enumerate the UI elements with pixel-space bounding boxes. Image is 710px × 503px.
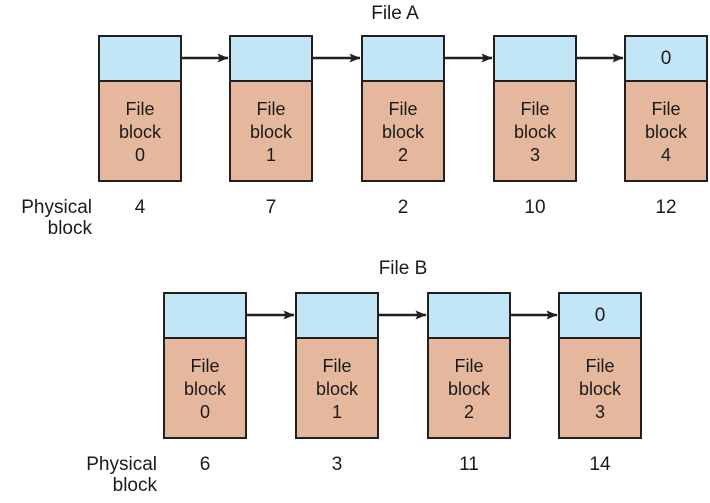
file-b-block-3[interactable]: 0 File block 3 bbox=[558, 292, 642, 439]
file-b-block-3-pointer-field: 0 bbox=[560, 294, 640, 339]
file-b-physical-block-1: 3 bbox=[331, 454, 343, 475]
file-a-block-4-index: 4 bbox=[660, 144, 671, 165]
file-b-physical-block-0: 6 bbox=[199, 454, 211, 475]
file-a-block-3[interactable]: File block 3 bbox=[493, 35, 577, 182]
file-a-physical-block-2: 2 bbox=[397, 197, 409, 218]
file-b-title: File B bbox=[378, 258, 428, 279]
physical-block-label-row-b: Physical block bbox=[60, 454, 157, 496]
file-a-block-0-word-file: File bbox=[125, 98, 155, 119]
file-a-block-4-pointer-value: 0 bbox=[660, 47, 672, 69]
file-a-block-2-pointer-field bbox=[363, 37, 443, 82]
file-a-block-0-data-field: File block 0 bbox=[100, 82, 180, 180]
file-a-block-2-data-field: File block 2 bbox=[363, 82, 443, 180]
file-b-block-2-word-file: File bbox=[454, 355, 484, 376]
file-b-block-1-pointer-field bbox=[297, 294, 377, 339]
file-a-block-4-word-file: File bbox=[651, 98, 681, 119]
file-b-block-0-data-field: File block 0 bbox=[165, 339, 245, 437]
file-a-block-2-index: 2 bbox=[397, 144, 408, 165]
file-a-block-0-index: 0 bbox=[134, 144, 145, 165]
file-a-block-0[interactable]: File block 0 bbox=[98, 35, 182, 182]
file-b-block-0-pointer-field bbox=[165, 294, 245, 339]
file-b-block-2-pointer-field bbox=[429, 294, 509, 339]
file-a-block-3-data-field: File block 3 bbox=[495, 82, 575, 180]
file-a-physical-block-3: 10 bbox=[524, 197, 546, 218]
file-a-block-0-word-block: block bbox=[118, 121, 162, 142]
file-a-block-4[interactable]: 0 File block 4 bbox=[624, 35, 708, 182]
physical-block-label-row-a-line1: Physical bbox=[21, 197, 92, 218]
file-b-physical-block-2: 11 bbox=[459, 454, 479, 475]
file-a-physical-block-4: 12 bbox=[655, 197, 677, 218]
file-b-block-1-data-field: File block 1 bbox=[297, 339, 377, 437]
file-b-block-1-word-file: File bbox=[322, 355, 352, 376]
physical-block-label-row-a-line2: block bbox=[47, 218, 92, 239]
file-b-block-3-pointer-value: 0 bbox=[594, 304, 606, 326]
file-a-block-2-word-file: File bbox=[388, 98, 418, 119]
file-a-title: File A bbox=[371, 3, 419, 24]
file-b-block-3-data-field: File block 3 bbox=[560, 339, 640, 437]
physical-block-label-row-b-line1: Physical bbox=[86, 454, 157, 475]
file-b-block-0[interactable]: File block 0 bbox=[163, 292, 247, 439]
file-a-block-4-pointer-field: 0 bbox=[626, 37, 706, 82]
file-a-block-1[interactable]: File block 1 bbox=[229, 35, 313, 182]
file-b-block-0-word-file: File bbox=[190, 355, 220, 376]
file-b-block-1[interactable]: File block 1 bbox=[295, 292, 379, 439]
file-a-block-2[interactable]: File block 2 bbox=[361, 35, 445, 182]
file-a-block-0-pointer-field bbox=[100, 37, 180, 82]
file-b-block-3-word-file: File bbox=[585, 355, 615, 376]
file-b-block-3-word-block: block bbox=[578, 378, 622, 399]
file-a-block-1-word-file: File bbox=[256, 98, 286, 119]
file-b-block-0-word-block: block bbox=[183, 378, 227, 399]
file-b-block-2-index: 2 bbox=[463, 401, 474, 422]
file-a-block-1-data-field: File block 1 bbox=[231, 82, 311, 180]
file-a-block-1-index: 1 bbox=[265, 144, 276, 165]
file-b-block-3-index: 3 bbox=[594, 401, 605, 422]
file-a-block-1-word-block: block bbox=[249, 121, 293, 142]
file-a-block-2-word-block: block bbox=[381, 121, 425, 142]
file-a-block-1-pointer-field bbox=[231, 37, 311, 82]
file-b-physical-block-3: 14 bbox=[589, 454, 611, 475]
file-b-block-2-word-block: block bbox=[447, 378, 491, 399]
file-a-physical-block-0: 4 bbox=[134, 197, 146, 218]
file-a-physical-block-1: 7 bbox=[265, 197, 277, 218]
file-a-block-4-data-field: File block 4 bbox=[626, 82, 706, 180]
file-a-block-3-pointer-field bbox=[495, 37, 575, 82]
file-a-block-3-word-block: block bbox=[513, 121, 557, 142]
file-a-block-3-word-file: File bbox=[520, 98, 550, 119]
file-b-block-2-data-field: File block 2 bbox=[429, 339, 509, 437]
file-b-block-2[interactable]: File block 2 bbox=[427, 292, 511, 439]
physical-block-label-row-b-line2: block bbox=[112, 475, 157, 496]
file-a-block-3-index: 3 bbox=[529, 144, 540, 165]
file-a-block-4-word-block: block bbox=[644, 121, 688, 142]
file-b-block-1-word-block: block bbox=[315, 378, 359, 399]
physical-block-label-row-a: Physical block bbox=[0, 197, 92, 239]
file-b-block-0-index: 0 bbox=[199, 401, 210, 422]
file-b-block-1-index: 1 bbox=[331, 401, 342, 422]
